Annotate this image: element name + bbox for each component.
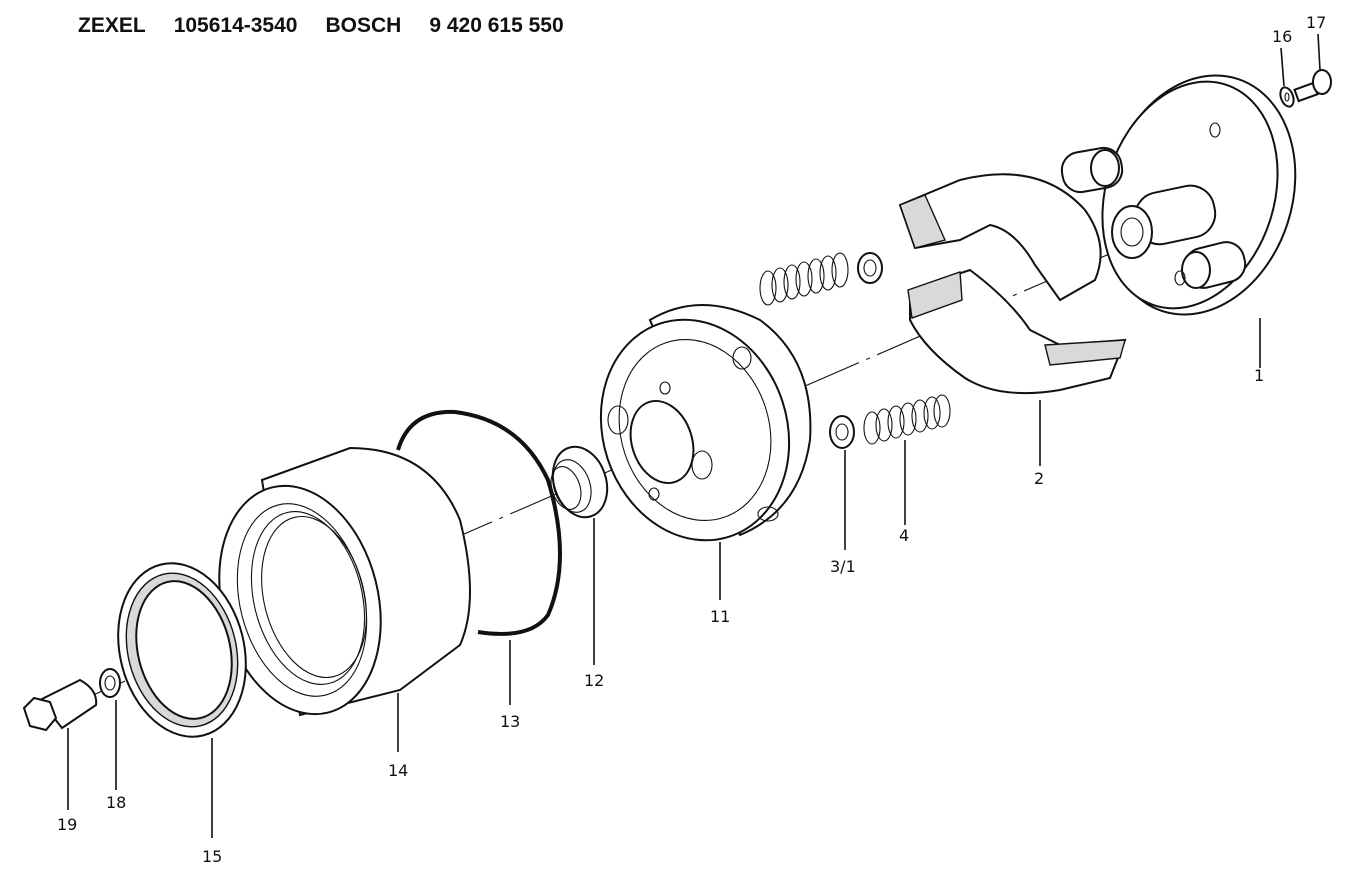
part-11-hub <box>599 304 812 542</box>
brand-zexel: ZEXEL <box>78 14 146 37</box>
leader-17 <box>1317 33 1321 71</box>
part-number-zexel: 105614-3540 <box>173 14 298 37</box>
label-part-14: 14 <box>388 761 408 780</box>
part-17-screw <box>1293 69 1332 103</box>
label-part-2: 2 <box>1034 469 1044 488</box>
label-part-15: 15 <box>202 847 222 866</box>
part-12-bearing <box>550 445 609 519</box>
label-part-17: 17 <box>1306 13 1326 32</box>
part-13-snap-ring <box>396 409 562 636</box>
part-14-housing <box>218 446 471 717</box>
label-part-16: 16 <box>1272 27 1292 46</box>
part-4-spring <box>863 394 951 445</box>
label-part-13: 13 <box>500 712 520 731</box>
label-part-12: 12 <box>584 671 604 690</box>
part-15-seal-ring <box>117 562 247 738</box>
label-part-1: 1 <box>1254 366 1264 385</box>
label-part-4: 4 <box>899 526 909 545</box>
part-3-1-washer <box>829 415 855 449</box>
upper-spring-and-washer <box>759 252 883 306</box>
part-18-washer <box>99 668 121 698</box>
label-part-3-1: 3/1 <box>830 557 856 576</box>
part-2-flyweights <box>898 173 1127 395</box>
part-number-bosch: 9 420 615 550 <box>429 14 564 37</box>
label-part-19: 19 <box>57 815 77 834</box>
leader-16 <box>1280 47 1285 87</box>
diagram-header: ZEXEL 105614-3540 BOSCH 9 420 615 550 <box>78 14 592 44</box>
part-16-washer <box>1279 86 1295 108</box>
brand-bosch: BOSCH <box>325 14 402 37</box>
label-part-11: 11 <box>710 607 730 626</box>
label-part-18: 18 <box>106 793 126 812</box>
part-19-plug-bolt <box>22 678 98 732</box>
part-1-flange-plate <box>1060 74 1297 316</box>
